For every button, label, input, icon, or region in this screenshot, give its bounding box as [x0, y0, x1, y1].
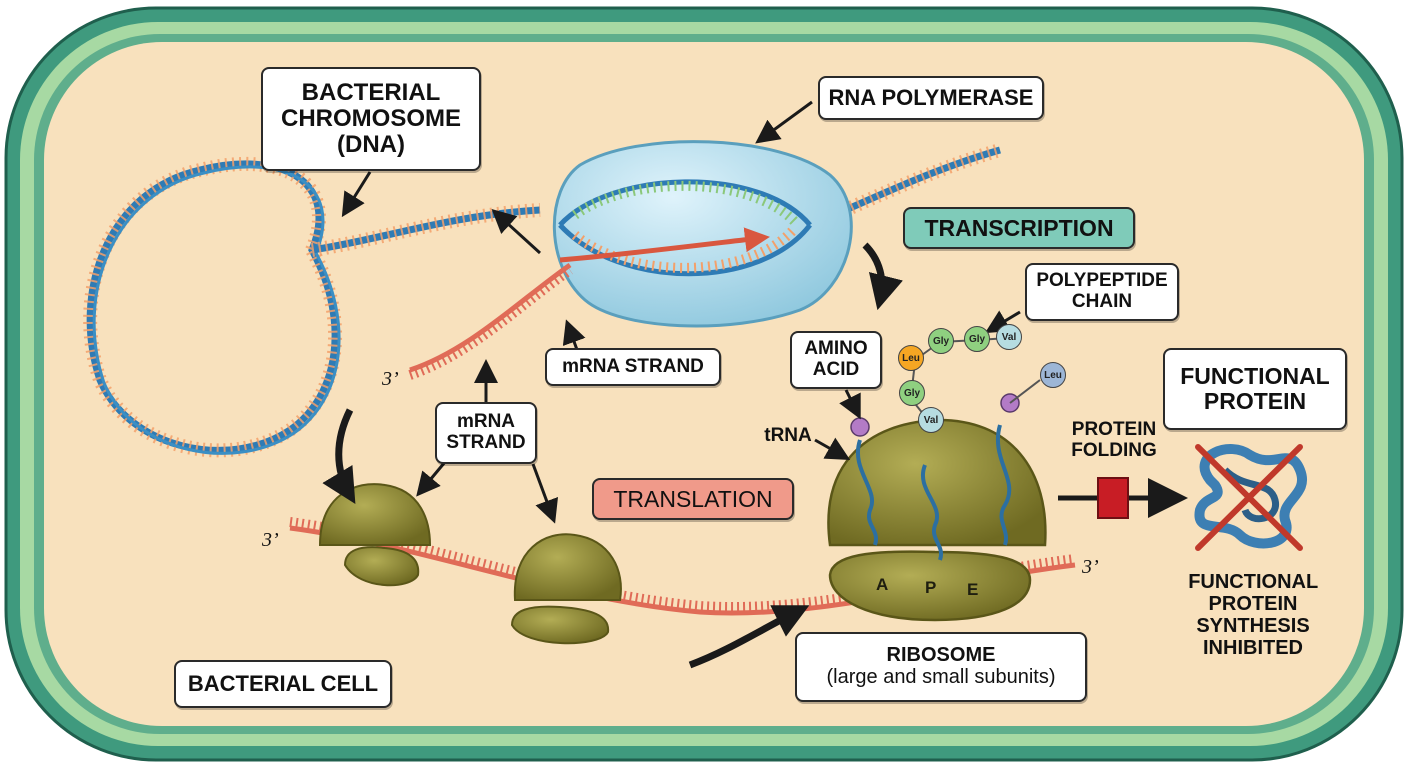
inhibition-x-icon: [1195, 444, 1303, 551]
folded-protein-icon: [1194, 444, 1307, 549]
amino-acid-leu-top: Leu: [898, 345, 924, 371]
arrow-chromosome: [341, 171, 372, 218]
ribosome-large: [827, 418, 1047, 622]
label-synthesis-inhibited: FUNCTIONAL PROTEIN SYNTHESIS INHIBITED: [1188, 571, 1318, 659]
label-functional-protein: FUNCTIONAL PROTEIN: [1163, 348, 1347, 430]
amino-acid-leu-right: Leu: [1040, 362, 1066, 388]
label-transcription: TRANSCRIPTION: [903, 207, 1135, 249]
label-rna-polymerase: RNA POLYMERASE: [818, 76, 1044, 120]
label-protein-folding: PROTEIN FOLDING: [1071, 419, 1157, 461]
amino-acid-gly-1: Gly: [928, 328, 954, 354]
arrow-transcription-down: [862, 242, 903, 311]
label-ribosome: RIBOSOME (large and small subunits): [795, 632, 1087, 702]
folding-block-icon: [1097, 477, 1129, 519]
arrow-polymerase: [755, 100, 813, 144]
arrow-translation: [688, 605, 810, 669]
arrow-chromosome-to-ribosome: [322, 408, 356, 505]
arrow-amino-acid: [839, 389, 861, 420]
label-translation: TRANSLATION: [592, 478, 794, 520]
ribosome-site-e: E: [967, 580, 979, 599]
arrow-mrna-upper-2: [491, 208, 542, 255]
three-prime-upper-label: 3’: [382, 368, 399, 390]
ribosome-site-a: A: [876, 575, 889, 594]
label-mrna-strand-upper: mRNA STRAND: [545, 348, 721, 386]
arrow-trna: [814, 437, 851, 460]
ribosome-small-middle: [510, 533, 622, 645]
arrow-polypeptide: [984, 310, 1021, 334]
arrow-mrna-right: [531, 463, 559, 524]
amino-acid-gly-2: Gly: [964, 326, 990, 352]
ribosome-site-p: P: [925, 578, 937, 597]
label-amino-acid: AMINO ACID: [790, 331, 882, 389]
mrna-strand-upper: [408, 262, 573, 380]
amino-acid-val-top: Val: [996, 324, 1022, 350]
label-polypeptide-chain: POLYPEPTIDE CHAIN: [1025, 263, 1179, 321]
label-bacterial-cell: BACTERIAL CELL: [174, 660, 392, 708]
three-prime-right-label: 3’: [1082, 556, 1099, 578]
amino-acid-gly-bottom: Gly: [899, 380, 925, 406]
label-bacterial-chromosome: BACTERIAL CHROMOSOME (DNA): [261, 67, 481, 171]
trna-molecules: [856, 424, 1012, 561]
label-trna: tRNA: [764, 425, 812, 446]
arrow-mrna-left: [416, 461, 447, 497]
label-mrna-strand-lower: mRNA STRAND: [435, 402, 537, 464]
rna-polymerase-enzyme: [552, 140, 853, 328]
amino-acid-val-bottom: Val: [918, 407, 944, 433]
three-prime-left-label: 3’: [262, 529, 279, 551]
amino-acid-bead-1: [850, 417, 870, 437]
